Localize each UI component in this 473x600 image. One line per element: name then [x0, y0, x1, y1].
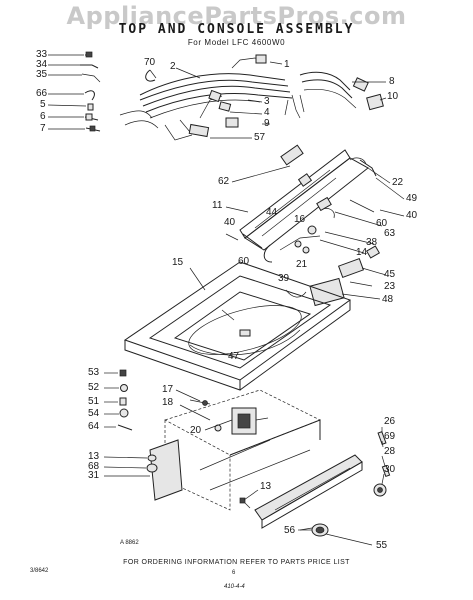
callout-10: 10	[387, 91, 399, 102]
callout-47: 47	[228, 351, 240, 362]
callout-9: 9	[264, 118, 270, 129]
lower-cabinet	[117, 369, 391, 537]
leader-lines-top	[47, 54, 387, 139]
callout-26: 26	[384, 416, 396, 427]
callout-44: 44	[266, 207, 278, 218]
callout-66: 66	[36, 88, 48, 99]
callout-60-right: 60	[376, 218, 388, 229]
callout-69: 69	[384, 431, 396, 442]
leader-lines-lower	[103, 372, 386, 546]
callout-3: 3	[264, 96, 270, 107]
callout-8: 8	[389, 76, 395, 87]
callout-15: 15	[172, 257, 184, 268]
callout-23: 23	[384, 281, 396, 292]
callout-38: 38	[366, 237, 378, 248]
callout-31: 31	[88, 470, 100, 481]
callout-55: 55	[376, 540, 388, 551]
callout-57: 57	[254, 132, 266, 143]
callout-20: 20	[190, 425, 202, 436]
washer-top	[123, 261, 352, 391]
callout-49: 49	[406, 193, 418, 204]
callout-22: 22	[392, 177, 404, 188]
watermark: AppliancePartsPros.com	[66, 2, 407, 30]
callout-39: 39	[278, 273, 290, 284]
callout-60-left: 60	[238, 256, 250, 267]
callout-40-right: 40	[406, 210, 418, 221]
callout-16: 16	[294, 214, 306, 225]
callout-45: 45	[384, 269, 396, 280]
callout-48: 48	[382, 294, 394, 305]
callout-35: 35	[36, 69, 48, 80]
callout-21: 21	[296, 259, 308, 270]
footer-note: FOR ORDERING INFORMATION REFER TO PARTS …	[123, 559, 350, 566]
callout-62: 62	[218, 176, 230, 187]
callout-40-left: 40	[224, 217, 236, 228]
page-title: TOP AND CONSOLE ASSEMBLY	[118, 22, 355, 37]
page-mark: 410-4-4	[224, 584, 245, 590]
callout-11: 11	[212, 200, 223, 211]
callout-13-right: 13	[260, 481, 272, 492]
callout-33: 33	[36, 49, 48, 60]
leader-lines-console	[225, 165, 405, 300]
callout-53: 53	[88, 367, 100, 378]
side-code: 3/8642	[30, 568, 49, 574]
callout-68: 68	[88, 461, 100, 472]
callout-2: 2	[170, 61, 176, 72]
callout-7: 7	[40, 123, 46, 134]
callout-5: 5	[40, 99, 46, 110]
callout-13-left: 13	[88, 451, 100, 462]
callout-4: 4	[264, 107, 270, 118]
console-panel	[225, 144, 381, 307]
callout-17: 17	[162, 384, 174, 395]
callout-51: 51	[88, 396, 100, 407]
callout-54: 54	[88, 408, 100, 419]
callout-52: 52	[88, 382, 100, 393]
callout-34: 34	[36, 59, 48, 70]
page-number: 6	[232, 570, 236, 576]
model-subtitle: For Model LFC 4600W0	[187, 38, 286, 47]
drawing-id: A 8862	[120, 540, 139, 546]
callout-14: 14	[356, 247, 368, 258]
wire-harness	[80, 51, 384, 141]
callout-6: 6	[40, 111, 46, 122]
callout-1: 1	[284, 59, 290, 70]
callout-30: 30	[384, 464, 396, 475]
callout-28: 28	[384, 446, 396, 457]
callout-70: 70	[144, 57, 156, 68]
callout-18: 18	[162, 397, 174, 408]
callout-64: 64	[88, 421, 100, 432]
callout-56: 56	[284, 525, 296, 536]
callout-63: 63	[384, 228, 396, 239]
